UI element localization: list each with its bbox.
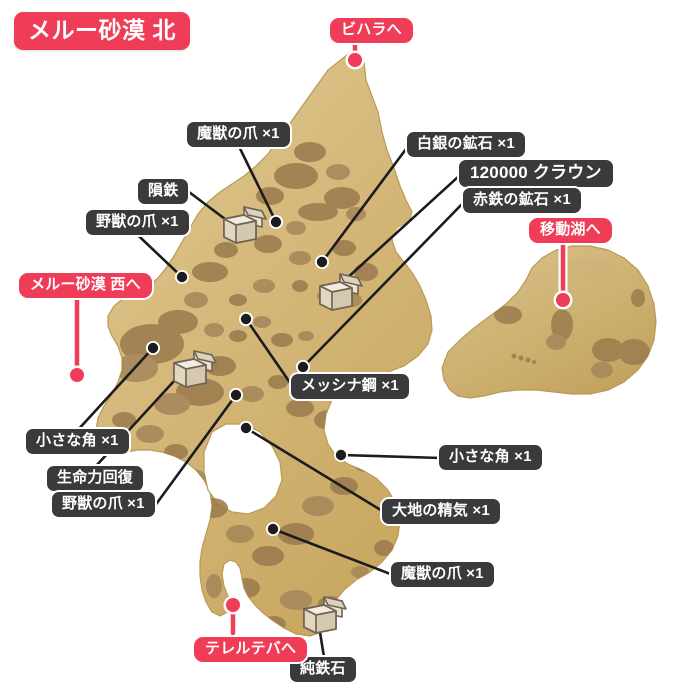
item-leader-line: [320, 143, 411, 264]
item-leader-line: [301, 199, 467, 369]
exit-label-text: テレルテバへ: [205, 640, 297, 657]
terrain-patches-main: [112, 142, 400, 632]
item-marker-dot[interactable]: [267, 523, 279, 535]
chest-icon-vitality[interactable]: [173, 350, 217, 388]
item-label-small-horn-right[interactable]: 小さな角 ×1: [437, 443, 544, 472]
item-leader-line: [244, 426, 386, 514]
exit-marker-dot[interactable]: [226, 598, 240, 612]
item-label-text: 隕鉄: [148, 182, 179, 199]
chest-icon-meteoric-iron[interactable]: [223, 206, 267, 244]
region-title: メルー砂漠 北: [14, 12, 190, 51]
item-leader-line: [271, 527, 395, 577]
exit-marker-dot[interactable]: [556, 293, 570, 307]
item-label-text: 小さな角 ×1: [449, 448, 532, 465]
item-marker-dot[interactable]: [270, 216, 282, 228]
item-marker-dot[interactable]: [230, 389, 242, 401]
item-label-makemono-claw-top[interactable]: 魔獣の爪 ×1: [185, 120, 292, 149]
item-leader-line: [339, 453, 443, 460]
exit-leader-lines: [67, 35, 573, 638]
item-leader-line: [238, 146, 278, 224]
item-marker-dot[interactable]: [240, 313, 252, 325]
item-label-crowns[interactable]: 120000 クラウン: [457, 158, 615, 190]
item-label-text: 野獣の爪 ×1: [62, 495, 145, 512]
item-label-text: 白銀の鉱石 ×1: [417, 135, 515, 152]
item-marker-dot[interactable]: [335, 449, 347, 461]
exit-label-text: 移動湖へ: [540, 221, 601, 238]
item-label-text: 120000 クラウン: [470, 163, 602, 182]
item-marker-dot[interactable]: [297, 361, 309, 373]
item-label-text: 大地の精気 ×1: [392, 502, 490, 519]
item-leader-line: [154, 393, 238, 507]
exit-marker-dot[interactable]: [70, 368, 84, 382]
chest-icon-pure-iron[interactable]: [303, 596, 347, 634]
item-label-text: 赤鉄の鉱石 ×1: [473, 191, 571, 208]
item-leader-line: [332, 172, 463, 292]
item-marker-dot[interactable]: [147, 342, 159, 354]
item-label-text: 純鉄石: [300, 660, 346, 677]
item-label-text: 生命力回復: [57, 469, 134, 486]
item-leader-line: [244, 317, 295, 389]
item-label-pure-iron-stone[interactable]: 純鉄石: [288, 655, 358, 684]
item-marker-dot[interactable]: [240, 422, 252, 434]
item-label-meteoric-iron[interactable]: 隕鉄: [136, 177, 191, 206]
exit-label-bihara[interactable]: ビハラへ: [328, 16, 415, 45]
item-label-earth-spirit[interactable]: 大地の精気 ×1: [380, 497, 502, 526]
item-marker-dot[interactable]: [316, 256, 328, 268]
item-label-silver-ore[interactable]: 白銀の鉱石 ×1: [405, 130, 527, 159]
exit-label-idouko[interactable]: 移動湖へ: [527, 216, 614, 245]
exit-label-text: メルー砂漠 西へ: [30, 276, 141, 293]
item-label-small-horn-left[interactable]: 小さな角 ×1: [24, 427, 131, 456]
exit-label-text: ビハラへ: [341, 21, 402, 38]
landmass-east: [441, 245, 657, 399]
treasure-chests: [173, 206, 363, 634]
item-leader-line: [77, 346, 155, 431]
exit-label-meru-west[interactable]: メルー砂漠 西へ: [17, 271, 154, 300]
item-label-text: 魔獣の爪 ×1: [401, 565, 484, 582]
item-label-beast-claw-upper[interactable]: 野獣の爪 ×1: [84, 208, 191, 237]
item-label-vitality-recovery[interactable]: 生命力回復: [45, 464, 146, 493]
item-label-text: 小さな角 ×1: [36, 432, 119, 449]
exit-marker-dot[interactable]: [348, 53, 362, 67]
terrain-patches-east: [494, 258, 650, 378]
item-label-messina-steel[interactable]: メッシナ鋼 ×1: [289, 372, 411, 401]
item-marker-dot[interactable]: [176, 271, 188, 283]
item-label-text: 魔獣の爪 ×1: [197, 125, 280, 142]
item-leader-line: [137, 234, 184, 279]
item-label-makemono-claw-low[interactable]: 魔獣の爪 ×1: [389, 560, 496, 589]
item-label-text: 野獣の爪 ×1: [96, 213, 179, 230]
item-label-text: メッシナ鋼 ×1: [301, 377, 399, 394]
exit-label-terurutebа[interactable]: テレルテバへ: [192, 635, 310, 664]
item-label-beast-claw-lower[interactable]: 野獣の爪 ×1: [50, 490, 157, 519]
item-label-red-iron-ore[interactable]: 赤鉄の鉱石 ×1: [461, 186, 583, 215]
chest-icon-crowns[interactable]: [319, 273, 363, 311]
